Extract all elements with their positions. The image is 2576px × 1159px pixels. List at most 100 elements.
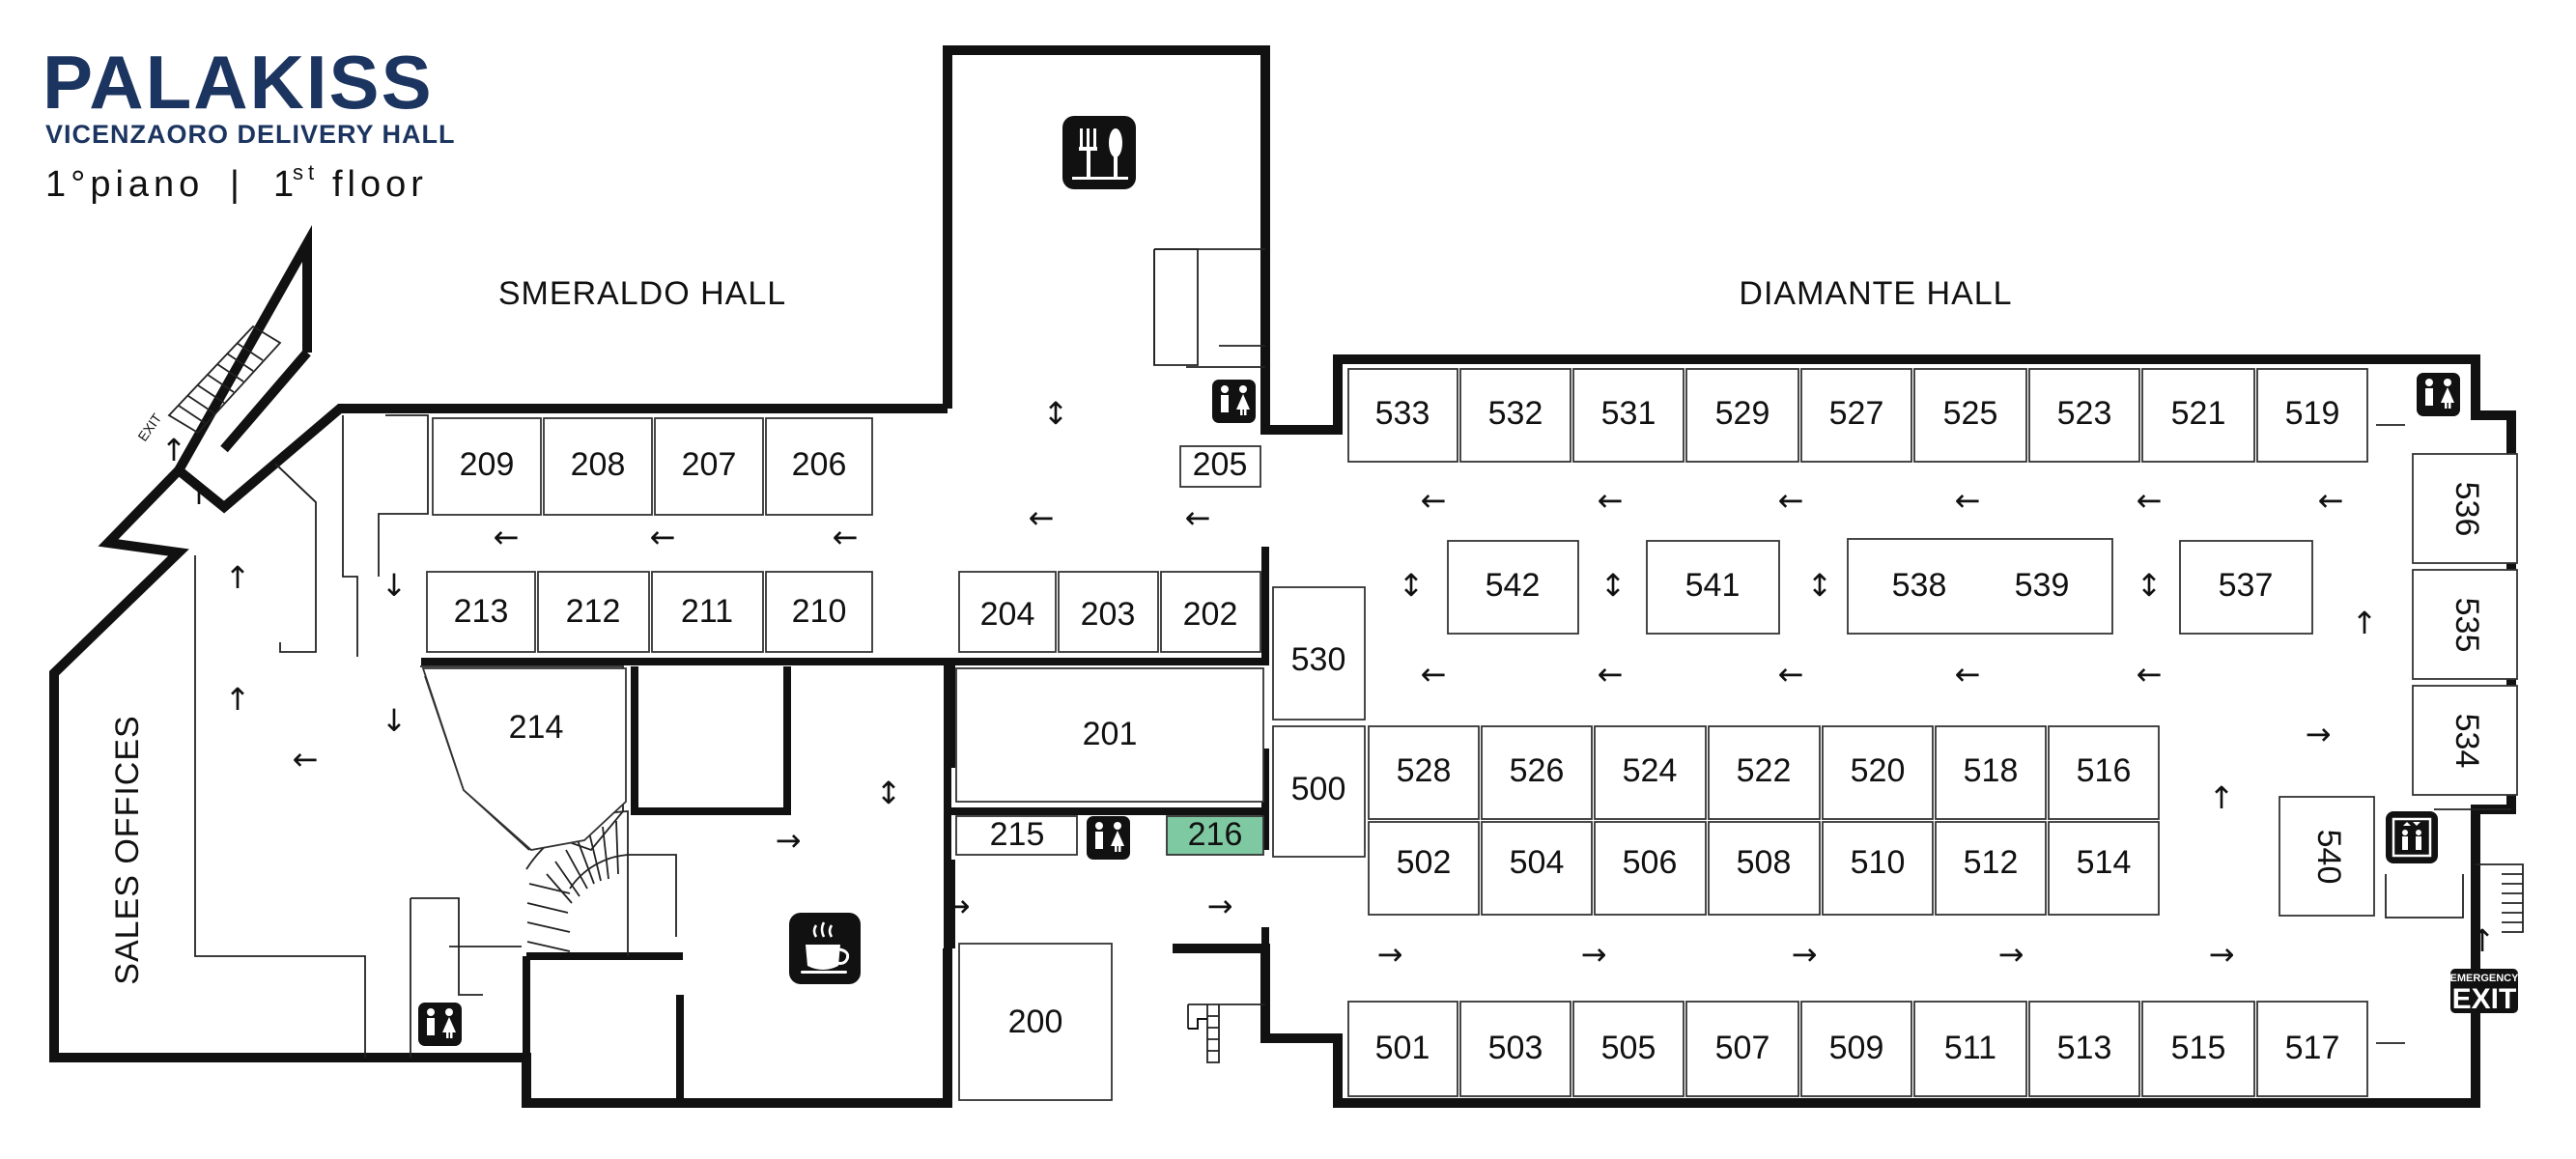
booth-521[interactable]: 521 [2141,368,2255,463]
booth-536[interactable]: 536 [2412,453,2518,564]
svg-text:503: 503 [1488,1030,1543,1066]
booth-210[interactable]: 210 [765,571,873,653]
svg-text:←: ← [1598,656,1624,693]
svg-text:507: 507 [1715,1030,1770,1066]
booth-213[interactable]: 213 [426,571,536,653]
booth-203[interactable]: 203 [1058,571,1159,653]
svg-text:208: 208 [571,446,626,483]
booth-537[interactable]: 537 [2179,540,2313,635]
svg-text:←: ← [1955,656,1981,693]
booth-212[interactable]: 212 [537,571,650,653]
booth-533[interactable]: 533 [1347,368,1458,463]
booth-524[interactable]: 524 [1594,725,1707,820]
booth-522[interactable]: 522 [1708,725,1821,820]
booth-208[interactable]: 208 [543,417,653,516]
booth-534[interactable]: 534 [2412,685,2518,796]
booth-528[interactable]: 528 [1368,725,1480,820]
svg-text:212: 212 [566,593,621,630]
svg-text:←: ← [1778,656,1804,693]
svg-text:520: 520 [1851,752,1906,789]
booth-502[interactable]: 502 [1368,821,1480,916]
brand-name: PALAKISS [42,40,434,125]
booth-508[interactable]: 508 [1708,821,1821,916]
booth-200[interactable]: 200 [958,943,1113,1101]
booth-514[interactable]: 514 [2048,821,2160,916]
svg-text:509: 509 [1829,1030,1884,1066]
booth-519[interactable]: 519 [2256,368,2368,463]
booth-523[interactable]: 523 [2028,368,2140,463]
booth-507[interactable]: 507 [1685,1001,1799,1097]
booth-205[interactable]: 205 [1179,445,1261,488]
booth-500[interactable]: 500 [1272,725,1366,858]
booth-201[interactable]: 201 [955,667,1264,803]
restaurant-icon [1062,116,1136,189]
svg-text:541: 541 [1685,567,1741,604]
booth-510[interactable]: 510 [1822,821,1934,916]
booth-512[interactable]: 512 [1935,821,2047,916]
booth-511[interactable]: 511 [1913,1001,2027,1097]
booth-506[interactable]: 506 [1594,821,1707,916]
svg-text:→: → [2306,716,2332,752]
booth-505[interactable]: 505 [1572,1001,1684,1097]
brand-header: PALAKISS VICENZAORO DELIVERY HALL 1°pian… [42,40,455,205]
booth-518[interactable]: 518 [1935,725,2047,820]
svg-text:203: 203 [1081,596,1136,633]
booth-542[interactable]: 542 [1447,540,1579,635]
booth-520[interactable]: 520 [1822,725,1934,820]
booth-535[interactable]: 535 [2412,569,2518,680]
svg-text:508: 508 [1737,844,1792,881]
emergency-exit-line2: EXIT [2452,983,2517,1015]
restroom-icon [418,1003,462,1046]
svg-text:↑: ↑ [161,432,187,468]
svg-text:←: ← [2318,482,2344,519]
booth-204[interactable]: 204 [958,571,1057,653]
booth-540[interactable]: 540 [2279,796,2375,917]
svg-text:527: 527 [1829,395,1884,432]
booth-206[interactable]: 206 [765,417,873,516]
booth-216[interactable]: 216 [1166,815,1264,856]
svg-text:521: 521 [2171,395,2226,432]
svg-text:209: 209 [460,446,515,483]
booth-504[interactable]: 504 [1481,821,1593,916]
booth-538[interactable]: 538 [1892,567,1947,604]
svg-text:216: 216 [1188,816,1243,853]
svg-text:529: 529 [1715,395,1770,432]
booth-513[interactable]: 513 [2028,1001,2140,1097]
booth-207[interactable]: 207 [654,417,764,516]
floor-label-en-superscript: st [293,160,319,184]
diamante-hall-label: DIAMANTE HALL [1739,275,2012,312]
booth-516[interactable]: 516 [2048,725,2160,820]
svg-text:→: → [945,888,971,924]
svg-text:↑: ↑ [225,559,251,596]
booth-503[interactable]: 503 [1459,1001,1571,1097]
booth-529[interactable]: 529 [1685,368,1799,463]
restroom-icon [2417,373,2460,416]
booth-515[interactable]: 515 [2141,1001,2255,1097]
booth-211[interactable]: 211 [651,571,764,653]
booth-214[interactable]: 214 [421,667,627,851]
booth-532[interactable]: 532 [1459,368,1571,463]
booth-517[interactable]: 517 [2256,1001,2368,1097]
svg-text:←: ← [1778,482,1804,519]
booth-531[interactable]: 531 [1572,368,1684,463]
booth-539[interactable]: 539 [2015,567,2070,604]
svg-text:211: 211 [681,593,733,630]
booth-501[interactable]: 501 [1347,1001,1458,1097]
booth-527[interactable]: 527 [1800,368,1912,463]
booth-530[interactable]: 530 [1272,586,1366,721]
booth-526[interactable]: 526 [1481,725,1593,820]
svg-text:←: ← [1029,499,1055,536]
booth-215[interactable]: 215 [955,815,1078,856]
svg-text:537: 537 [2219,567,2274,604]
svg-text:528: 528 [1397,752,1452,789]
booth-538-539[interactable] [1847,538,2113,635]
booth-209[interactable]: 209 [432,417,542,516]
stairs-icon [1188,1018,1207,1030]
booth-525[interactable]: 525 [1913,368,2027,463]
booth-541[interactable]: 541 [1646,540,1780,635]
booth-202[interactable]: 202 [1160,571,1261,653]
booth-509[interactable]: 509 [1800,1001,1912,1097]
svg-text:526: 526 [1510,752,1565,789]
svg-text:504: 504 [1510,844,1565,881]
emergency-exit-line1: EMERGENCY [2450,973,2520,984]
